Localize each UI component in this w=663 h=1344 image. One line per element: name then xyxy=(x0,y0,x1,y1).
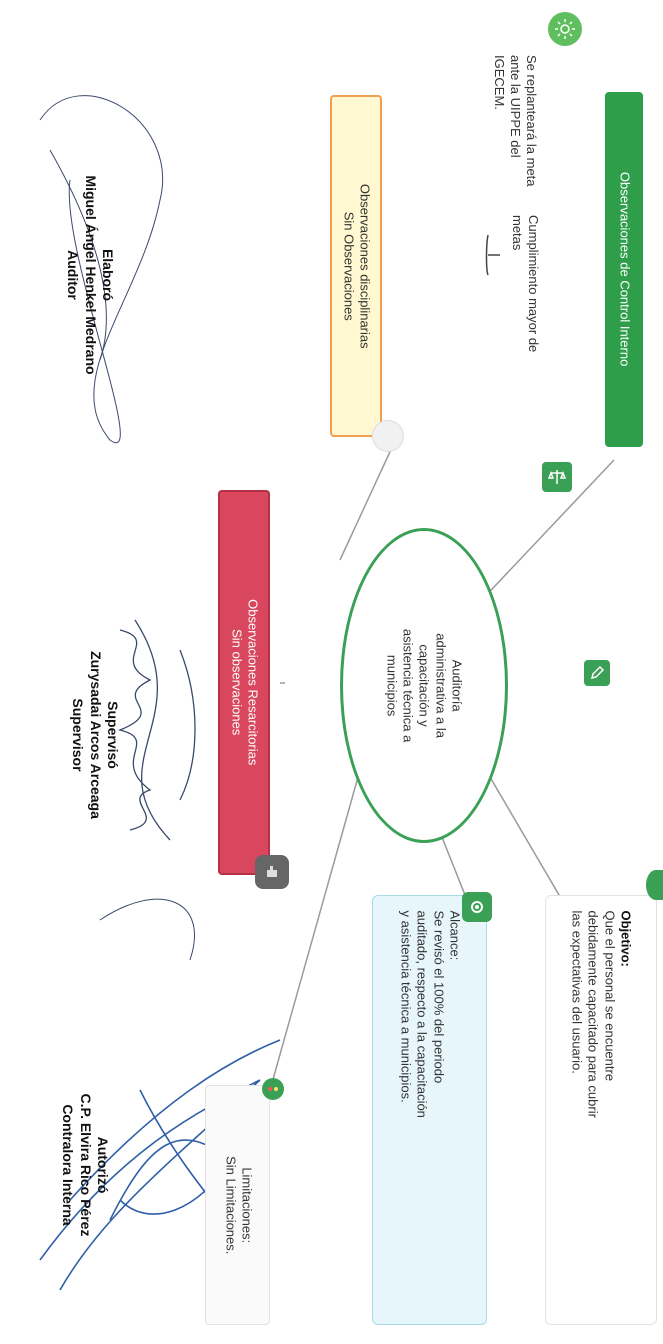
superviso-name: Zurysadai Arcos Arceaga xyxy=(87,651,104,819)
hand-icon xyxy=(255,855,289,889)
gear-icon xyxy=(462,892,492,922)
disciplinarias-box: Observaciones disciplinarias Sin Observa… xyxy=(330,95,382,437)
meta-left-line-2: ante la UIPPE del xyxy=(508,55,524,158)
alcance-text: Alcance: Se revisó el 100% del periodo a… xyxy=(397,910,462,1310)
limitaciones-text: Limitaciones: Sin Limitaciones. xyxy=(221,1095,254,1315)
elaboro-title: Auditor xyxy=(65,250,82,300)
alcance-box: Alcance: Se revisó el 100% del periodo a… xyxy=(372,895,487,1325)
traffic-light-icon xyxy=(262,1078,284,1100)
objetivo-line-3: las expectativas del usuario. xyxy=(569,910,585,1074)
meta-left-note: Se replanteará la meta ante la UIPPE del… xyxy=(480,55,550,235)
autorizo-block: Autorizó C.P. Elvira Rico Pérez Contralo… xyxy=(50,1040,120,1290)
elaboro-name: Miguel Ángel Henkel Medrano xyxy=(82,175,99,375)
resarcitorias-line-2: Sin observaciones xyxy=(229,629,244,736)
autorizo-title: Contralora Interna xyxy=(60,1104,77,1226)
sun-icon xyxy=(548,12,582,46)
center-line-2: administrativa a la xyxy=(433,633,449,738)
limitaciones-line-2: Sin Limitaciones. xyxy=(222,1155,238,1255)
objetivo-line-2: debidamente capacitado para cubrir xyxy=(586,910,601,1118)
white-bulb-icon xyxy=(372,420,404,452)
superviso-title: Supervisor xyxy=(70,698,87,772)
control-interno-label: Observaciones de Control Interno xyxy=(617,172,633,367)
meta-right-line-2: metas xyxy=(510,215,525,251)
superviso-role: Supervisó xyxy=(105,701,122,769)
center-line-4: asistencia técnica a xyxy=(400,628,416,743)
disciplinarias-text: Observaciones disciplinarias Sin Observa… xyxy=(340,101,373,431)
meta-right-note: Cumplimiento mayor de metas xyxy=(505,215,545,385)
target-icon xyxy=(646,870,663,900)
resarcitorias-text: Observaciones Resarcitorias Sin observac… xyxy=(228,498,261,868)
center-line-5: municipios xyxy=(384,654,400,717)
signature-superviso xyxy=(117,619,196,841)
disciplinarias-line-2: Sin Observaciones xyxy=(341,211,356,321)
limitaciones-line-1: Limitaciones: xyxy=(238,1167,254,1243)
meta-left-line-1: Se replanteará la meta xyxy=(524,55,540,187)
autorizo-name: C.P. Elvira Rico Pérez xyxy=(77,1093,94,1237)
alcance-line-3: auditado, respecto a la capacitación xyxy=(414,910,430,1118)
center-line-3: capacitación y xyxy=(417,644,433,727)
meta-left-line-3: IGECEM. xyxy=(491,55,507,110)
objetivo-box: Objetivo: Que el personal se encuentre d… xyxy=(545,895,657,1325)
signature-elaboro xyxy=(39,95,163,444)
limitaciones-box: Limitaciones: Sin Limitaciones. xyxy=(205,1085,270,1325)
alcance-line-1: Alcance: xyxy=(447,910,462,960)
center-line-1: Auditoría xyxy=(449,659,465,712)
resarcitorias-box: Observaciones Resarcitorias Sin observac… xyxy=(218,490,270,875)
central-topic-ellipse: Auditoría administrativa a la capacitaci… xyxy=(340,528,508,843)
superviso-block: Supervisó Zurysadai Arcos Arceaga Superv… xyxy=(60,590,130,880)
objetivo-title: Objetivo: xyxy=(618,910,634,967)
resarcitorias-line-1: Observaciones Resarcitorias xyxy=(245,599,261,766)
elaboro-role: Elaboró xyxy=(100,248,117,302)
objetivo-text: Objetivo: Que el personal se encuentre d… xyxy=(569,910,634,1310)
pencil-icon xyxy=(584,660,610,686)
alcance-line-4: y asistencia técnica a municipios. xyxy=(398,910,414,1103)
autorizo-role: Autorizó xyxy=(95,1136,112,1194)
objetivo-line-1: Que el personal se encuentre xyxy=(602,910,618,1081)
disciplinarias-line-1: Observaciones disciplinarias xyxy=(357,183,373,349)
alcance-line-2: Se revisó el 100% del periodo xyxy=(430,910,446,1083)
meta-right-line-1: Cumplimiento mayor de xyxy=(526,215,542,353)
control-interno-box: Observaciones de Control Interno xyxy=(605,92,643,447)
elaboro-block: Elaboró Miguel Ángel Henkel Medrano Audi… xyxy=(55,115,125,435)
balance-icon xyxy=(542,462,572,492)
central-topic-text: Auditoría administrativa a la capacitaci… xyxy=(383,586,465,786)
